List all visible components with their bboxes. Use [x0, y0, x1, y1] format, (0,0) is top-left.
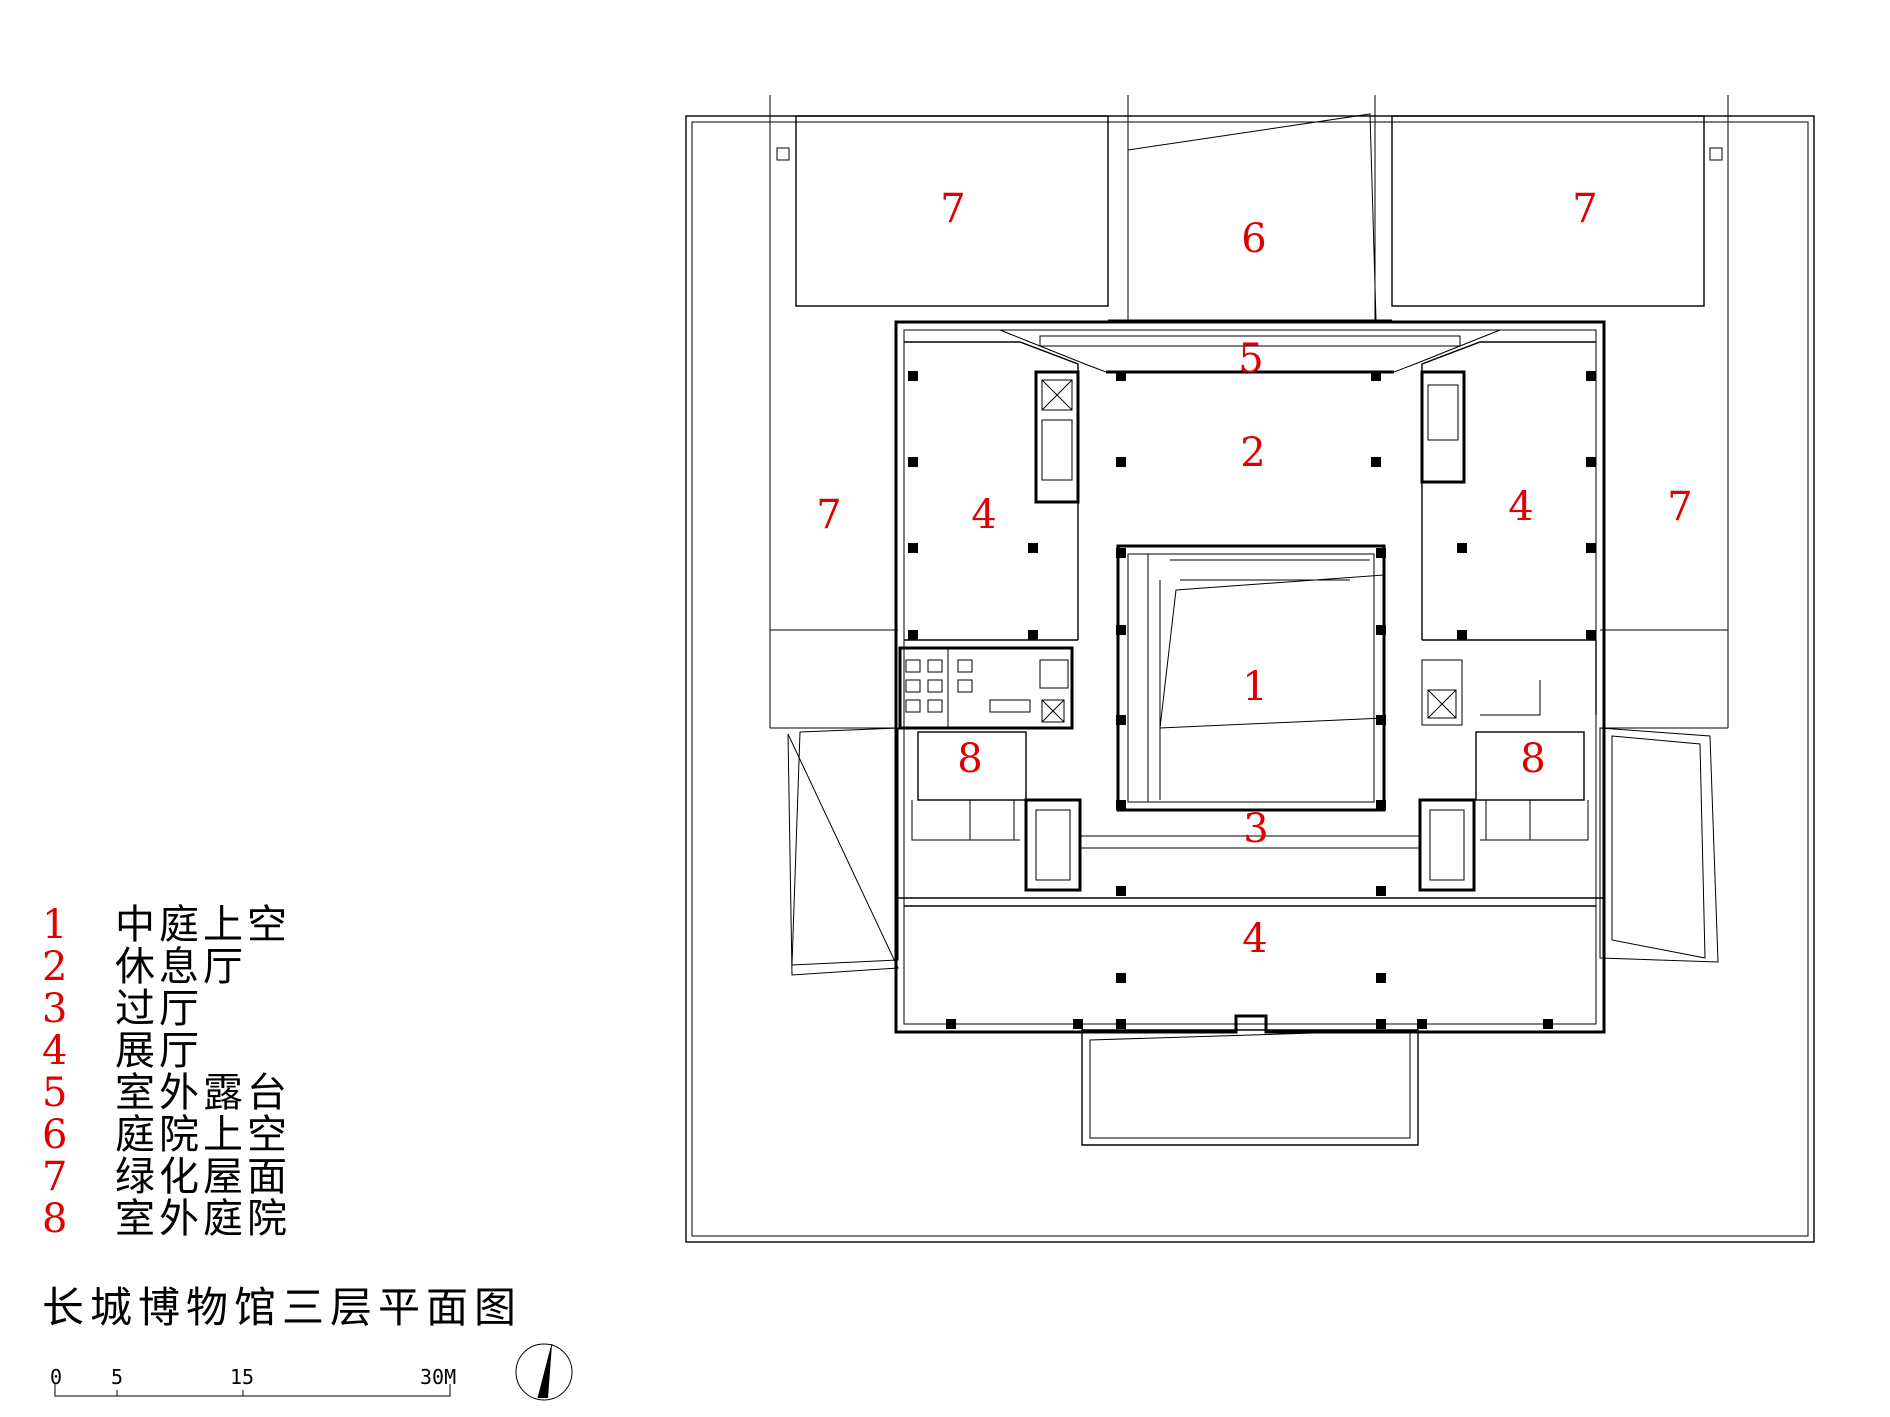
- label-atrium: 1: [1242, 664, 1267, 710]
- structural-column: [946, 1019, 956, 1029]
- structural-column: [1376, 800, 1386, 810]
- legend-label-1: 中庭上空: [115, 902, 291, 948]
- label-court-left: 8: [957, 736, 982, 782]
- structural-column: [1457, 543, 1467, 553]
- legend-num-5: 5: [42, 1070, 67, 1116]
- legend-num-2: 2: [42, 944, 67, 990]
- structural-column: [1116, 457, 1126, 467]
- scale-tick-5: 5: [111, 1365, 123, 1389]
- label-terrace: 5: [1238, 336, 1263, 382]
- legend-label-2: 休息厅: [115, 944, 247, 990]
- label-exhibit-right: 4: [1508, 484, 1533, 530]
- structural-column: [1028, 630, 1038, 640]
- structural-column: [1543, 1019, 1553, 1029]
- legend-label-7: 绿化屋面: [115, 1154, 291, 1200]
- terrace-edge: [999, 329, 1501, 374]
- structural-column: [1586, 371, 1596, 381]
- north-arrow-icon: [515, 1343, 573, 1401]
- label-roof-left: 7: [816, 492, 841, 538]
- columns: [908, 371, 1596, 1029]
- structural-column: [1116, 625, 1126, 635]
- structural-column: [1376, 973, 1386, 983]
- structural-column: [1116, 886, 1126, 896]
- legend-num-6: 6: [42, 1112, 67, 1158]
- left-hall: [903, 341, 1080, 641]
- structural-column: [1116, 548, 1126, 558]
- label-roof-top-right: 7: [1572, 186, 1597, 232]
- legend-num-7: 7: [42, 1154, 67, 1200]
- structural-column: [1116, 715, 1126, 725]
- top-roof-blocks: [769, 95, 1729, 729]
- structural-column: [1376, 1019, 1386, 1029]
- structural-column: [1116, 800, 1126, 810]
- legend-label-3: 过厅: [115, 986, 203, 1032]
- legend-num-1: 1: [42, 902, 67, 948]
- plan-labels: 1 2 3 4 4 4 5 6 7 7 7 7 8 8: [816, 186, 1692, 962]
- structural-column: [908, 371, 918, 381]
- label-roof-top-left: 7: [940, 186, 965, 232]
- structural-column: [1586, 543, 1596, 553]
- structural-column: [1028, 543, 1038, 553]
- structural-column: [1376, 548, 1386, 558]
- structural-column: [908, 543, 918, 553]
- structural-column: [1371, 457, 1381, 467]
- legend-label-6: 庭院上空: [115, 1112, 291, 1158]
- label-hall: 3: [1243, 806, 1268, 852]
- label-exhibit-left: 4: [971, 492, 996, 538]
- legend-num-3: 3: [42, 986, 67, 1032]
- structural-column: [1073, 1019, 1083, 1029]
- structural-column: [908, 630, 918, 640]
- label-courtyard-void: 6: [1241, 216, 1266, 262]
- structural-column: [1116, 1019, 1126, 1029]
- label-lounge: 2: [1240, 430, 1265, 476]
- scale-bar: 0 5 15 30M: [50, 1365, 456, 1397]
- label-roof-right: 7: [1667, 484, 1692, 530]
- legend-num-4: 4: [42, 1028, 67, 1074]
- structural-column: [1116, 973, 1126, 983]
- structural-column: [1586, 457, 1596, 467]
- right-hall: [1420, 341, 1597, 726]
- label-exhibit-bottom: 4: [1242, 916, 1267, 962]
- lower-cores: [911, 731, 1589, 892]
- legend-num-8: 8: [42, 1196, 67, 1242]
- structural-column: [1371, 371, 1381, 381]
- legend-label-4: 展厅: [115, 1028, 203, 1074]
- structural-column: [1457, 630, 1467, 640]
- structural-column: [1376, 886, 1386, 896]
- structural-column: [1116, 371, 1126, 381]
- drawing-title: 长城博物馆三层平面图: [42, 1283, 522, 1332]
- scale-tick-0: 0: [50, 1365, 62, 1389]
- legend-label-8: 室外庭院: [115, 1196, 291, 1242]
- left-core: [898, 646, 1074, 730]
- legend: 1 中庭上空 2 休息厅 3 过厅 4 展厅 5 室外露台 6 庭院上空 7 绿…: [42, 902, 291, 1242]
- structural-column: [1376, 715, 1386, 725]
- label-court-right: 8: [1520, 736, 1545, 782]
- structural-column: [1417, 1019, 1427, 1029]
- scale-tick-30: 30M: [420, 1365, 456, 1389]
- structural-column: [1586, 630, 1596, 640]
- site-outline: [685, 115, 1815, 1243]
- scale-tick-15: 15: [230, 1365, 254, 1389]
- structural-column: [1376, 625, 1386, 635]
- legend-label-5: 室外露台: [115, 1070, 291, 1116]
- structural-column: [908, 457, 918, 467]
- building-outline: [894, 320, 1606, 1034]
